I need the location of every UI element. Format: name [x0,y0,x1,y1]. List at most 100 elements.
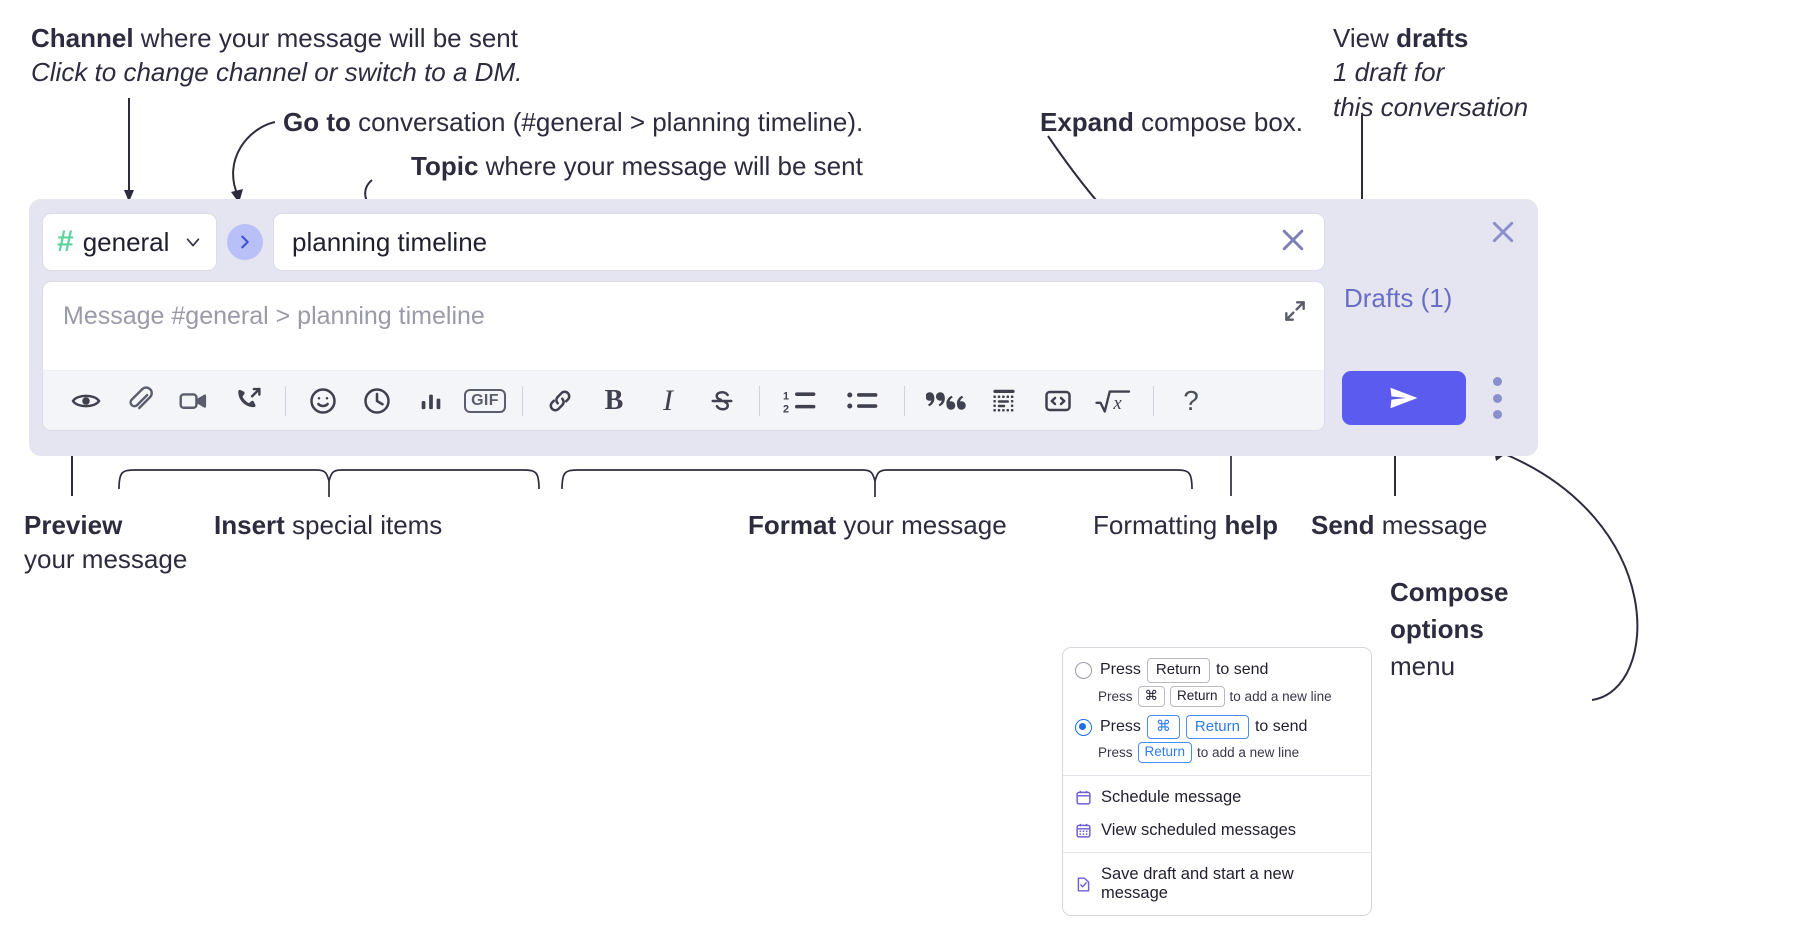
calendar-grid-icon [1075,822,1092,839]
annotation-help: Formatting help [1093,508,1278,542]
kebab-dot [1492,377,1502,386]
video-icon[interactable] [167,379,221,423]
annotation-preview-line2: your message [24,544,188,575]
annotation-drafts-pre: View [1333,23,1397,53]
send-option-cmd-return-sub: Press Return to add a new line [1098,742,1359,764]
ordered-list-icon[interactable]: 1 2 [770,379,832,423]
annotation-compose-bold1: Compose [1390,577,1509,607]
annotation-expand-bold: Expand [1040,107,1134,137]
formatting-help-button[interactable]: ? [1164,379,1218,423]
annotation-insert-bold: Insert [214,510,285,540]
key-return: Return [1185,714,1249,740]
link-icon[interactable] [533,379,587,423]
annotation-send-rest: message [1374,510,1488,540]
close-compose-icon[interactable] [1488,217,1518,247]
annotation-goto-bold: Go to [283,107,351,137]
compose-options-menu: Press Return to send Press ⌘ Return to a… [1062,647,1372,917]
go-to-conversation-button[interactable] [227,224,263,260]
schedule-group: Schedule message View scheduled messages [1063,776,1371,852]
italic-icon[interactable]: I [641,379,695,423]
kebab-dot [1492,410,1502,419]
expand-icon[interactable] [1282,298,1308,324]
key-return: Return [1137,742,1193,764]
kebab-dot [1492,393,1502,403]
chevron-down-icon [184,233,202,251]
send-option-return[interactable]: Press Return to send [1075,658,1359,683]
formatting-toolbar: GIF B I [43,370,1324,430]
strikethrough-icon[interactable] [695,379,749,423]
poll-icon[interactable] [404,379,458,423]
send-option-return-sub: Press ⌘ Return to add a new line [1098,685,1359,707]
annotation-preview-bold: Preview [24,510,123,540]
annotation-format-bold: Format [748,510,837,540]
topic-input[interactable]: planning timeline [274,214,1324,270]
preview-icon[interactable] [59,379,113,423]
radio-selected-icon[interactable] [1075,718,1092,736]
compose-options-button[interactable] [1492,377,1502,419]
menu-divider [1063,775,1371,777]
annotation-topic-bold: Topic [411,151,479,181]
annotation-preview: Preview your message [24,508,187,577]
send-icon [1390,387,1418,409]
annotation-insert: Insert special items [214,508,442,542]
annotation-send-bold: Send [1311,510,1375,540]
compose-main: # general planning timeline [43,213,1324,430]
message-input[interactable]: Message #general > planning timeline [43,282,1324,370]
key-return: Return [1146,658,1210,683]
sub-tail-label: to add a new line [1229,688,1332,704]
annotation-format-rest: your message [836,510,1007,540]
send-shortcut-options: Press Return to send Press ⌘ Return to a… [1063,648,1371,775]
draft-group: Save draft and start a new message [1063,853,1371,915]
menu-item-save-draft[interactable]: Save draft and start a new message [1063,858,1371,910]
inline-code-icon[interactable] [1031,379,1085,423]
sub-press-label: Press [1098,688,1133,704]
close-icon[interactable] [1278,225,1308,260]
menu-divider [1063,852,1371,854]
annotation-channel: Channel where your message will be sent … [31,21,522,90]
gif-label: GIF [464,388,506,413]
menu-item-view-scheduled[interactable]: View scheduled messages [1063,814,1371,847]
toolbar-divider [759,385,760,416]
annotation-topic: Topic where your message will be sent [411,149,863,183]
key-command: ⌘ [1146,714,1180,740]
send-option-cmd-return[interactable]: Press ⌘ Return to send [1075,714,1359,740]
help-label: ? [1183,384,1199,416]
bold-icon[interactable]: B [587,379,641,423]
tosend-label: to send [1215,661,1269,679]
annotation-drafts-bold: drafts [1396,23,1469,53]
bulleted-list-icon[interactable] [832,379,894,423]
annotation-insert-rest: special items [284,510,443,540]
emoji-icon[interactable] [296,379,350,423]
attachment-icon[interactable] [113,379,167,423]
gif-icon[interactable]: GIF [458,379,512,423]
toolbar-divider [522,385,523,416]
blockquote-icon[interactable] [915,379,977,423]
channel-selector[interactable]: # general [43,214,216,270]
calendar-icon [1075,789,1092,806]
press-label: Press [1100,661,1141,679]
annotation-send: Send message [1311,508,1487,542]
drafts-link[interactable]: Drafts (1) [1344,283,1453,313]
compose-box: # general planning timeline [29,199,1538,456]
bold-label: B [604,384,624,416]
italic-label: I [663,383,673,417]
menu-item-schedule-message[interactable]: Schedule message [1063,781,1371,814]
annotation-drafts-italic2: this conversation [1333,91,1529,122]
huddle-icon[interactable] [221,379,275,423]
annotation-expand-rest: compose box. [1133,107,1304,137]
save-draft-icon [1075,876,1092,893]
math-icon[interactable]: x [1085,379,1143,423]
compose-actions: Drafts (1) [1324,199,1538,456]
toolbar-divider [285,385,286,416]
radio-unselected-icon[interactable] [1075,661,1092,679]
menu-item-label: Schedule message [1101,788,1242,807]
press-label: Press [1100,718,1141,735]
send-button[interactable] [1342,371,1466,425]
schedule-clock-icon[interactable] [350,379,404,423]
code-block-icon[interactable] [977,379,1031,423]
sub-press-label: Press [1098,745,1133,761]
message-placeholder: Message #general > planning timeline [63,302,485,330]
message-compose-area: Message #general > planning timeline [43,282,1324,430]
